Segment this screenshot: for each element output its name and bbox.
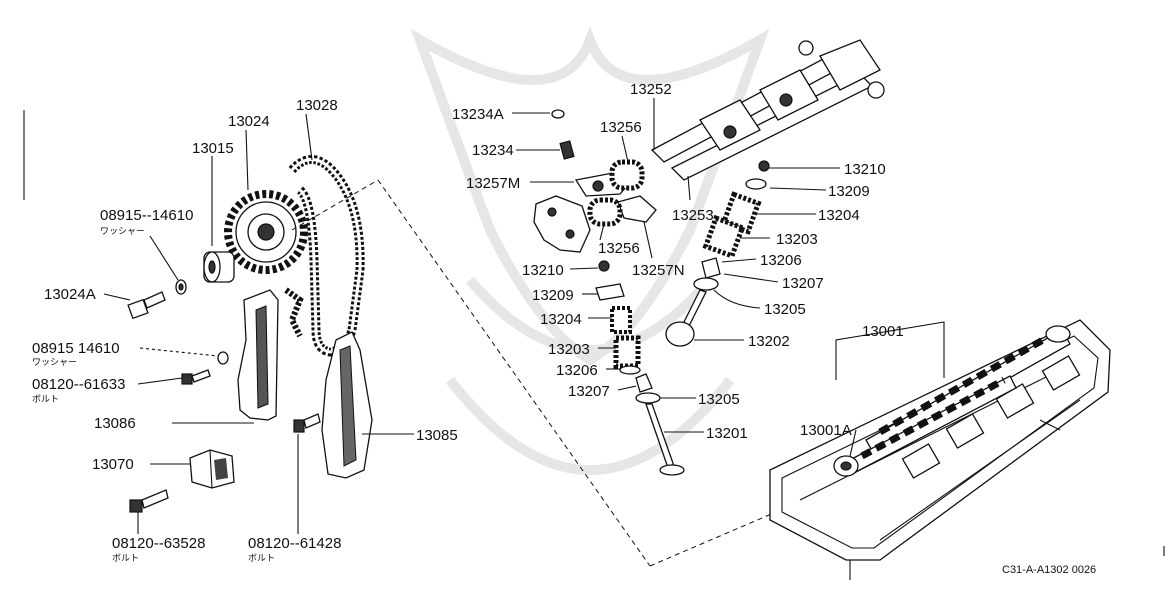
label-08120-61633: 08120--61633: [32, 376, 125, 393]
label-13210-right: 13210: [844, 161, 886, 178]
label-08120-63528: 08120--63528: [112, 535, 205, 552]
label-13070: 13070: [92, 456, 134, 473]
label-bolt-63528: ボルト: [112, 553, 139, 564]
bolt-13024A: [127, 291, 166, 320]
adjuster-cap-13234A: [551, 109, 565, 119]
label-13257M: 13257M: [466, 175, 520, 192]
cam-sprocket: [224, 190, 308, 274]
bolt-08120-61633: [181, 369, 211, 385]
diagram-code: C31-A-A1302 0026: [1002, 564, 1096, 576]
label-13209-right: 13209: [828, 183, 870, 200]
bracket-13001: [835, 321, 945, 380]
label-13209-left: 13209: [532, 287, 574, 304]
label-13206-left: 13206: [556, 362, 598, 379]
cylinder-head: [769, 319, 1111, 580]
section-outline-top: [291, 179, 379, 231]
label-13203-left: 13203: [548, 341, 590, 358]
label-13024A: 13024A: [44, 286, 96, 303]
label-13206-right: 13206: [760, 252, 802, 269]
section-outline-bottom: [649, 505, 791, 567]
label-13252: 13252: [630, 81, 672, 98]
label-13202: 13202: [748, 333, 790, 350]
section-outline-left: [377, 179, 651, 567]
label-bolt-61633: ボルト: [32, 394, 59, 405]
watermark-emblem: [410, 25, 770, 475]
label-13024: 13024: [228, 113, 270, 130]
tensioner-13070: [189, 449, 235, 489]
label-13015: 13015: [192, 140, 234, 157]
label-13204-right: 13204: [818, 207, 860, 224]
bolt-08120-63528: [129, 489, 169, 513]
rocker-shafts: [650, 39, 885, 181]
spacer-13015: [203, 251, 235, 283]
bolt-08120-61428: [293, 413, 321, 433]
rocker-spring-13256-upper: [609, 159, 645, 191]
label-13205-right: 13205: [764, 301, 806, 318]
label-08915-14610-top: 08915--14610: [100, 207, 193, 224]
rocker-arm-13257N: [617, 195, 657, 223]
label-13207-right: 13207: [782, 275, 824, 292]
chain-guide-13086: [237, 289, 279, 421]
label-13201: 13201: [706, 425, 748, 442]
adjuster-screw-13234: [559, 140, 575, 160]
label-08915-14610-lower: 08915 14610: [32, 340, 120, 357]
label-washer-lower: ワッシャー: [32, 358, 77, 368]
rocker-spring-13256-lower: [587, 197, 623, 227]
label-13256-lower: 13256: [598, 240, 640, 257]
valve-stack-right: [665, 160, 770, 347]
valve-stack-left: [595, 260, 685, 476]
leader-lines: [103, 98, 857, 534]
rocker-bracket: [533, 195, 591, 253]
label-13257N: 13257N: [632, 262, 685, 279]
chain-guide-13085: [321, 331, 373, 479]
label-13234: 13234: [472, 142, 514, 159]
label-washer-top: ワッシャー: [100, 227, 145, 237]
camshaft-13001A: [833, 375, 1017, 477]
washer-08915-lower: [217, 351, 229, 365]
label-13001A: 13001A: [800, 422, 852, 439]
label-13207-left: 13207: [568, 383, 610, 400]
label-bolt-61428: ボルト: [248, 553, 275, 564]
label-13256-upper: 13256: [600, 119, 642, 136]
label-13205-left: 13205: [698, 391, 740, 408]
label-13085: 13085: [416, 427, 458, 444]
label-08120-61428: 08120--61428: [248, 535, 341, 552]
label-13204-left: 13204: [540, 311, 582, 328]
washer-08915-top: [175, 279, 187, 295]
label-13001: 13001: [862, 323, 904, 340]
label-13028: 13028: [296, 97, 338, 114]
label-13210-left: 13210: [522, 262, 564, 279]
part-labels: 13028 13024 13015 08915--14610 ワッシャー 130…: [32, 81, 1096, 576]
label-13086: 13086: [94, 415, 136, 432]
label-13234A: 13234A: [452, 106, 504, 123]
label-13253: 13253: [672, 207, 714, 224]
label-13203-right: 13203: [776, 231, 818, 248]
